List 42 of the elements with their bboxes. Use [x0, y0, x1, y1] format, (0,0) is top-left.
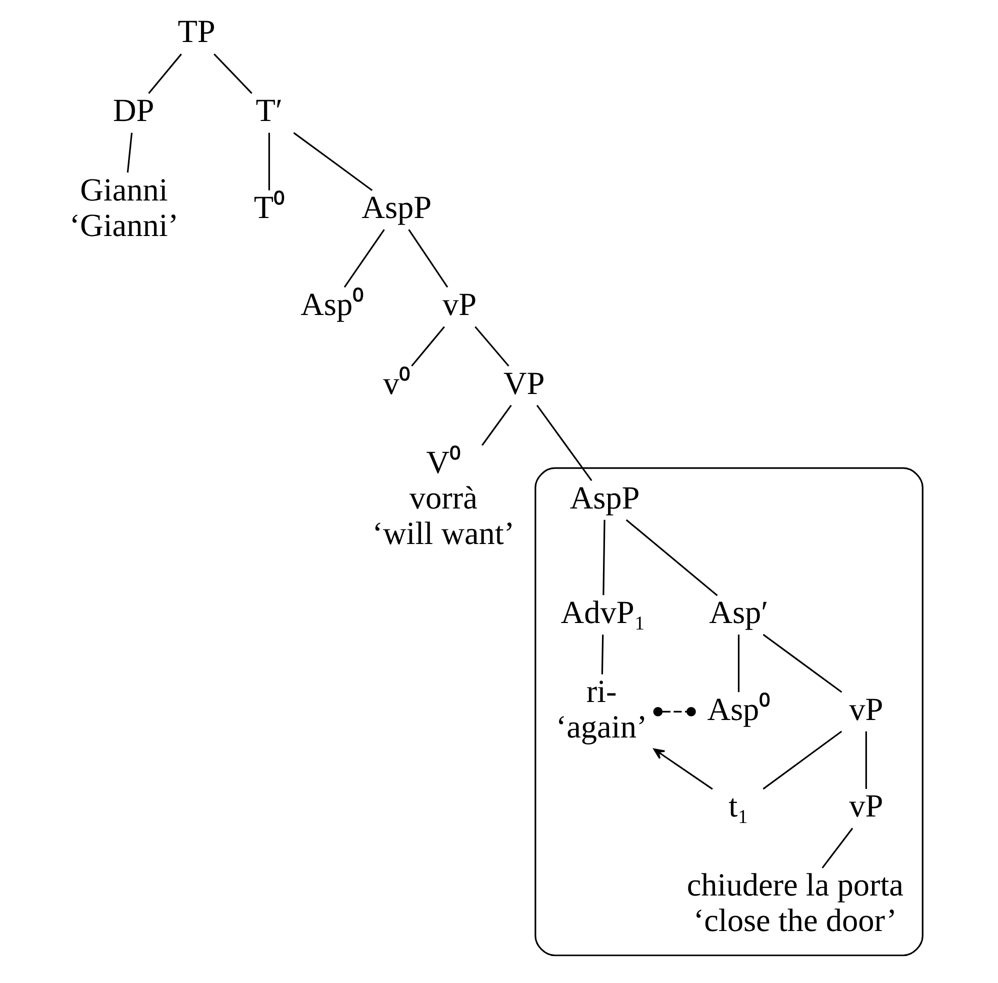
node-text: vP — [848, 788, 883, 824]
connector — [600, 634, 604, 674]
node-text: VP — [502, 364, 544, 401]
node-text: t₁ — [728, 788, 748, 824]
node-text: AspP — [361, 189, 432, 226]
connector — [268, 132, 270, 190]
connector — [408, 229, 448, 288]
cluster — [534, 467, 923, 956]
node-text: V⁰ vorrà ‘will want’ — [372, 444, 514, 551]
connector — [474, 326, 509, 367]
node-text: AdvP₁ — [560, 594, 646, 630]
connector — [652, 707, 696, 716]
connector — [213, 54, 252, 94]
node-text: DP — [112, 92, 154, 128]
node-text: Asp′ — [708, 594, 768, 630]
connector — [292, 132, 372, 191]
node-text: T′ — [255, 92, 282, 128]
connector — [602, 520, 605, 596]
connector — [343, 229, 384, 288]
node-text: vP — [442, 286, 476, 322]
node-text: TP — [177, 13, 215, 50]
arrow — [652, 748, 712, 790]
connector — [625, 519, 718, 596]
node-text: Asp⁰ — [706, 690, 770, 727]
connector — [410, 326, 444, 367]
connector — [536, 404, 592, 482]
connector — [821, 828, 853, 868]
node-text: Asp⁰ — [300, 286, 364, 322]
connector — [481, 404, 512, 446]
connector — [864, 731, 866, 789]
connector — [762, 634, 842, 693]
node-text: AspP — [569, 479, 640, 516]
node-text: vP — [848, 690, 883, 727]
node-text: ri- ‘again’ — [555, 673, 647, 745]
node-text: v⁰ — [382, 364, 410, 401]
connector — [148, 54, 182, 94]
node-text: chiudere la porta ‘close the door’ — [686, 866, 904, 938]
node-text: T⁰ — [253, 189, 284, 226]
node-text: Gianni ‘Gianni’ — [68, 171, 178, 243]
connector — [737, 634, 739, 692]
connector — [762, 730, 842, 790]
connector — [126, 132, 132, 173]
